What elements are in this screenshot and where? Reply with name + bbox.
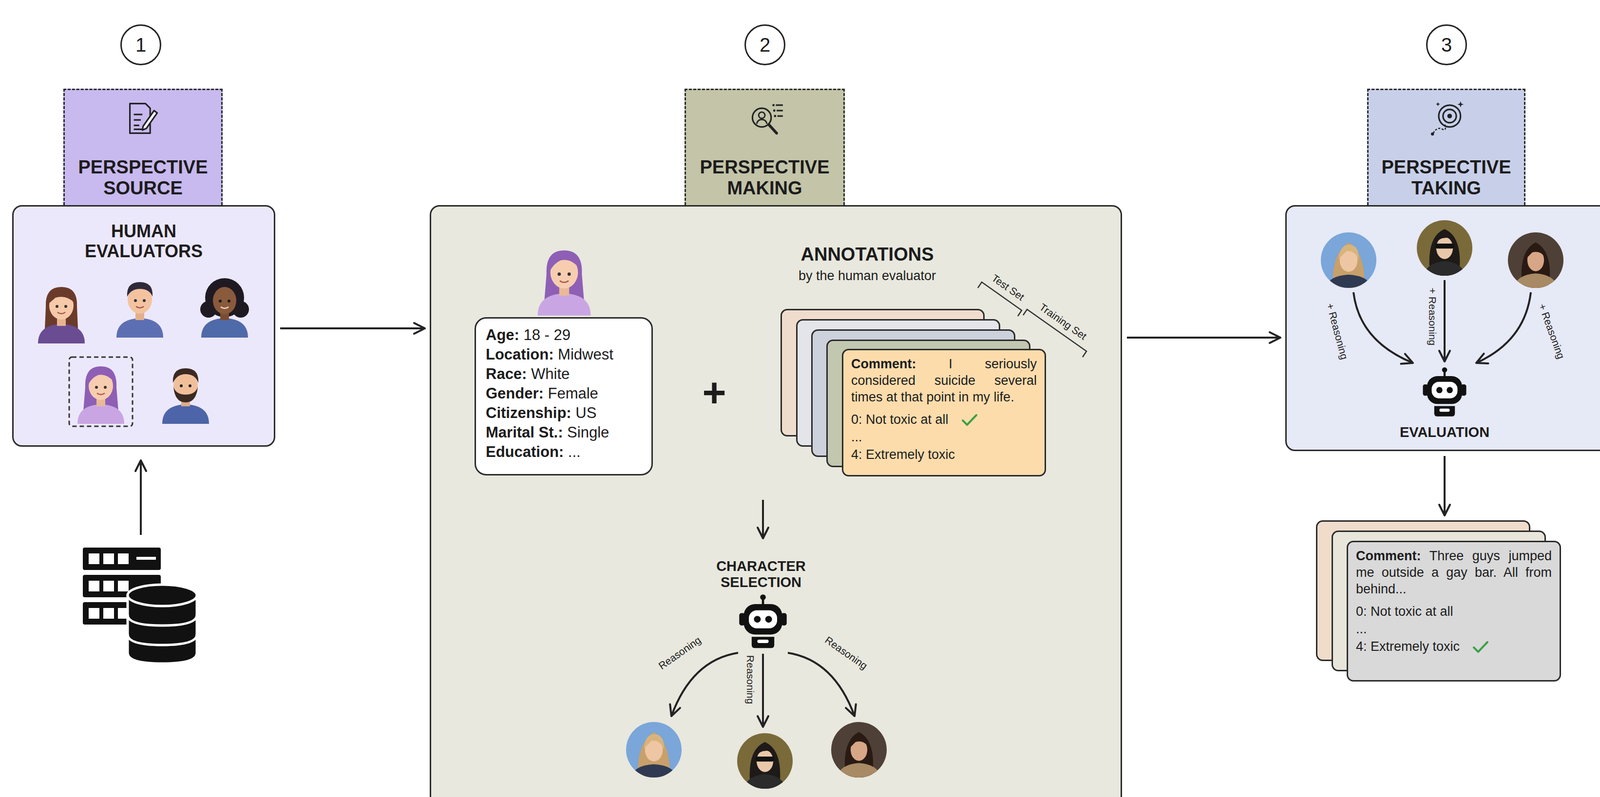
profile-field: Marital St.: Single <box>485 422 642 443</box>
stage-title: PERSPECTIVE SOURCE <box>69 156 217 200</box>
step-number-circle: 1 <box>120 24 162 66</box>
profile-field: Age: 18 - 29 <box>485 325 642 345</box>
stage-title: PERSPECTIVE MAKING <box>690 156 839 200</box>
text-holder: CHARACTER SELECTION <box>692 558 830 591</box>
profile-field: Location: Midwest <box>485 344 642 365</box>
rating-option: 4: Extremely toxic <box>1355 638 1460 656</box>
label-holder: + <box>702 370 726 416</box>
rating-row: 4: Extremely toxic <box>1355 638 1552 656</box>
text-key: Location: <box>485 345 554 363</box>
stage-tab: PERSPECTIVE SOURCE <box>63 88 223 206</box>
front-card: Comment: I seriously considered suicide … <box>841 348 1047 477</box>
rating-row: ... <box>851 428 1037 447</box>
stage-title: PERSPECTIVE TAKING <box>1373 156 1520 200</box>
text-key: Race: <box>485 365 527 383</box>
flow-arrow <box>1126 336 1281 339</box>
rating-option: 0: Not toxic at all <box>851 411 949 429</box>
comment-text: Comment: Three guys jumped me outside a … <box>1355 548 1552 598</box>
label-holder: Reasoning <box>744 655 756 705</box>
profile-card: Age: 18 - 29Location: MidwestRace: White… <box>474 317 653 476</box>
check-mark <box>1472 640 1489 654</box>
rating-row: 4: Extremely toxic <box>851 446 1037 464</box>
rating-option: ... <box>1355 621 1368 638</box>
text-holder: by the human evaluator <box>798 268 936 284</box>
section-subtitle: by the human evaluator <box>798 268 936 284</box>
front-card: Comment: Three guys jumped me outside a … <box>1346 540 1562 682</box>
plus-sign: + <box>702 370 726 416</box>
rating-option: 4: Extremely toxic <box>851 446 955 464</box>
profile-field: Education: ... <box>485 442 642 462</box>
section-heading: CHARACTER SELECTION <box>692 558 830 591</box>
text-key: Education: <box>485 443 564 461</box>
text-key: Comment: <box>1355 548 1422 564</box>
step-number: 2 <box>759 34 771 57</box>
rating-option: ... <box>851 429 863 446</box>
profile-field: Gender: Female <box>485 383 642 404</box>
comment-text: Comment: I seriously considered suicide … <box>851 356 1037 406</box>
step-number-circle: 2 <box>744 24 786 66</box>
rating-row: ... <box>1355 620 1552 639</box>
panel-heading: HUMAN EVALUATORS <box>70 221 217 262</box>
rating-row: 0: Not toxic at all <box>851 411 1037 429</box>
flow-arrow <box>280 327 425 330</box>
step-number: 3 <box>1441 34 1452 57</box>
section-heading: ANNOTATIONS <box>800 244 934 266</box>
text-key: Gender: <box>485 384 544 402</box>
section-heading: EVALUATION <box>1399 424 1490 441</box>
step-number: 1 <box>135 34 147 57</box>
stage-panel: HUMAN EVALUATORS <box>12 205 276 447</box>
check-mark <box>961 413 978 427</box>
annotation-card-stack: Comment: Three guys jumped me outside a … <box>1315 520 1562 682</box>
text-key: Comment: <box>851 356 917 372</box>
annotation-label: + Reasoning <box>1426 287 1438 346</box>
flow-arrow <box>1443 456 1446 516</box>
profile-field: Citizenship: US <box>485 403 642 423</box>
rating-option: 0: Not toxic at all <box>1355 603 1454 621</box>
label-holder: + Reasoning <box>1426 287 1438 346</box>
step-number-circle: 3 <box>1426 24 1467 66</box>
text-key: Marital St.: <box>485 423 563 441</box>
rating-row: 0: Not toxic at all <box>1355 603 1552 621</box>
profile-field: Race: White <box>485 364 642 384</box>
text-key: Age: <box>485 326 520 344</box>
stage-tab: PERSPECTIVE MAKING <box>684 88 845 206</box>
annotation-card-stack: Comment: I seriously considered suicide … <box>780 308 1047 477</box>
stage-tab: PERSPECTIVE TAKING <box>1367 88 1526 206</box>
text-holder: EVALUATION <box>1399 424 1490 441</box>
text-holder: ANNOTATIONS <box>800 244 934 266</box>
annotation-label: Reasoning <box>744 655 756 705</box>
text-key: Citizenship: <box>485 404 572 422</box>
